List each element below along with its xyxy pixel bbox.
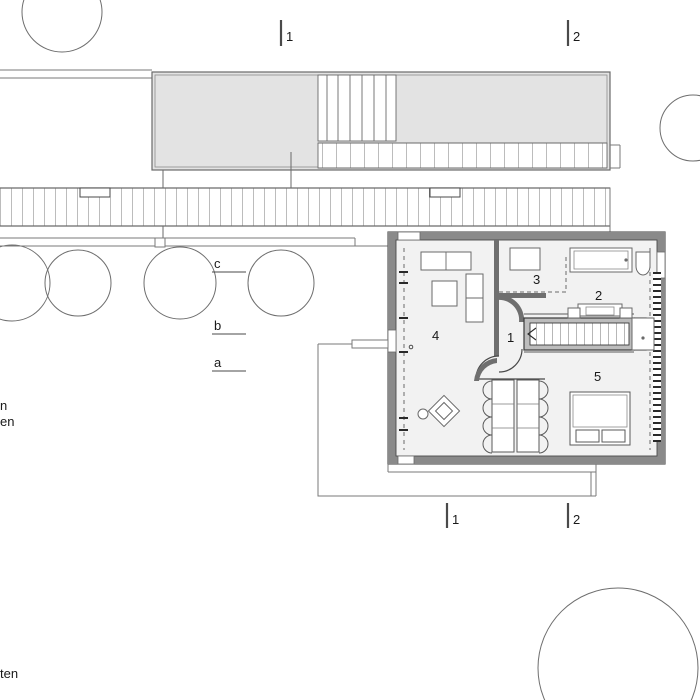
diamond-table: [427, 394, 461, 428]
closet-dashed-outline: [499, 256, 567, 293]
tree-circle: [659, 94, 700, 162]
upper-site-lines: [0, 69, 152, 79]
tree-circle: [537, 587, 699, 700]
partition-wall: [494, 298, 499, 356]
column-dot: [408, 344, 414, 350]
room-label-2: 2: [595, 288, 602, 303]
section-marker-label: 2: [573, 29, 580, 44]
balcony-mullions: [326, 75, 387, 141]
round-stool: [417, 408, 429, 420]
tree-circle: [0, 244, 51, 322]
closet-shelf: [509, 247, 541, 271]
section-markers-bottom: 1 2: [445, 503, 580, 528]
room-number-labels: 1 2 3 4 5: [432, 272, 602, 384]
right-screen-slats: [653, 272, 661, 442]
bedroom-furniture: [569, 391, 631, 446]
partition-wall: [494, 240, 499, 298]
partition-wall: [494, 293, 546, 298]
stair-direction-arrow: [527, 327, 537, 341]
elevation-marker-label: b: [214, 318, 221, 333]
curved-wall-lower-right: [498, 348, 523, 373]
room-label-5: 5: [594, 369, 601, 384]
seat-bay-left: [491, 379, 515, 453]
room-label-1: 1: [507, 330, 514, 345]
living-room-furniture: [417, 251, 484, 428]
scalloped-seating: [482, 379, 549, 454]
terrace-step: [351, 339, 389, 349]
section-marker-label: 1: [286, 29, 293, 44]
edge-text-line: en: [0, 414, 14, 429]
tree-circle: [247, 249, 315, 317]
edge-text-group: n en ten: [0, 398, 18, 681]
side-unit: [619, 307, 633, 319]
elevation-marker-label: a: [214, 355, 222, 370]
deck-notches: [79, 187, 461, 198]
elevation-markers: c b a: [212, 256, 246, 372]
staircase: [523, 313, 647, 353]
room-label-3: 3: [533, 272, 540, 287]
side-unit: [567, 307, 581, 319]
section-markers-top: 1 2: [279, 20, 580, 46]
vanity-counter: [567, 303, 633, 319]
mattress: [572, 394, 628, 428]
stair-treads: [529, 322, 630, 346]
left-mullion-ticks: [399, 271, 408, 431]
terrace-outline: [317, 339, 597, 497]
tree-circle: [21, 0, 103, 53]
pillow: [601, 429, 626, 443]
edge-text-line: ten: [0, 666, 18, 681]
interior-partitions: [494, 240, 546, 356]
section-marker-label: 2: [573, 512, 580, 527]
seat-bay-right: [516, 379, 540, 453]
washbasin: [631, 317, 655, 351]
bottom-wall-opening: [397, 455, 415, 465]
pillow: [575, 429, 600, 443]
path-edges: [0, 237, 388, 248]
neighbour-building: [151, 71, 611, 171]
elevation-marker-label: c: [214, 256, 221, 271]
stair-hall-curve-fill: [474, 294, 525, 381]
toilet: [635, 251, 651, 276]
tree-circle: [143, 246, 217, 320]
tree-circle: [44, 249, 112, 317]
edge-text-line: n: [0, 398, 7, 413]
square-table: [431, 280, 458, 307]
section-marker-label: 1: [452, 512, 459, 527]
deck-slats-band: [317, 142, 608, 169]
drain: [624, 258, 628, 262]
neighbour-right-tail: [610, 144, 621, 169]
left-wall-opening: [387, 329, 397, 353]
promenade-deck: [0, 187, 611, 232]
balcony-opening: [317, 74, 397, 142]
room-label-4: 4: [432, 328, 439, 343]
top-wall-opening: [397, 231, 421, 241]
bathroom-fixtures: [509, 247, 651, 276]
